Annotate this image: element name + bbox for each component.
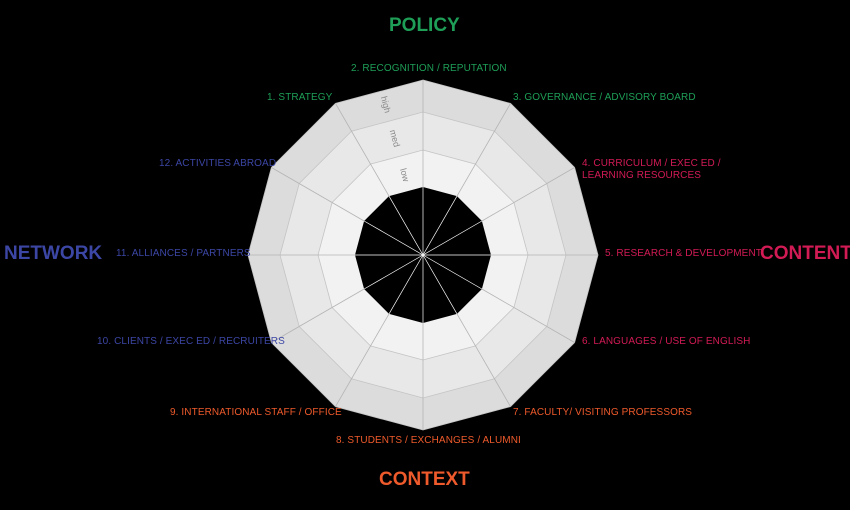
dimension-label-governance: 3. GOVERNANCE / ADVISORY BOARD (513, 92, 696, 103)
spoke-line (456, 313, 511, 407)
center-spoke-line (363, 220, 424, 256)
dimension-label-curriculum: 4. CURRICULUM / EXEC ED / LEARNING RESOU… (582, 158, 721, 181)
center-spoke-line (422, 220, 483, 256)
level-low-label: low (398, 167, 411, 183)
center-spoke-line (388, 195, 424, 256)
dimension-label-international-staff: 9. INTERNATIONAL STAFF / OFFICE (170, 407, 342, 418)
dimension-label-strategy: 1. STRATEGY (267, 92, 333, 103)
center-spoke-line (422, 195, 458, 256)
dimension-label-languages: 6. LANGUAGES / USE OF ENGLISH (582, 336, 751, 347)
spoke-line (481, 288, 575, 343)
center-spoke-line (422, 254, 458, 315)
level-high-label: high (379, 95, 393, 114)
dimension-label-faculty: 7. FACULTY/ VISITING PROFESSORS (513, 407, 693, 418)
dimension-label-research: 5. RESEARCH & DEVELOPMENT (605, 248, 762, 259)
spoke-line (335, 103, 390, 197)
dimension-label-activities-abroad: 12. ACTIVITIES ABROAD (159, 158, 277, 169)
spoke-line (271, 288, 365, 343)
center-spoke-line (388, 254, 424, 315)
spoke-line (456, 103, 511, 197)
spoke-lines (248, 80, 598, 430)
dimension-label-clients: 10. CLIENTS / EXEC ED / RECRUITERS (97, 336, 285, 347)
center-spoke-line (363, 254, 424, 290)
dimension-label-recognition: 2. RECOGNITION / REPUTATION (351, 63, 507, 74)
heading-network: NETWORK (4, 243, 103, 264)
spoke-line (481, 167, 575, 222)
spoke-line (335, 313, 390, 407)
spoke-line (271, 167, 365, 222)
heading-content: CONTENT (760, 243, 850, 264)
heading-context: CONTEXT (379, 469, 470, 490)
dimension-label-students: 8. STUDENTS / EXCHANGES / ALUMNI (336, 435, 521, 446)
level-med-label: med (388, 129, 402, 149)
heading-policy: POLICY (389, 15, 460, 36)
center-spoke-line (422, 254, 483, 290)
dimension-label-alliances: 11. ALLIANCES / PARTNERS (116, 248, 251, 259)
